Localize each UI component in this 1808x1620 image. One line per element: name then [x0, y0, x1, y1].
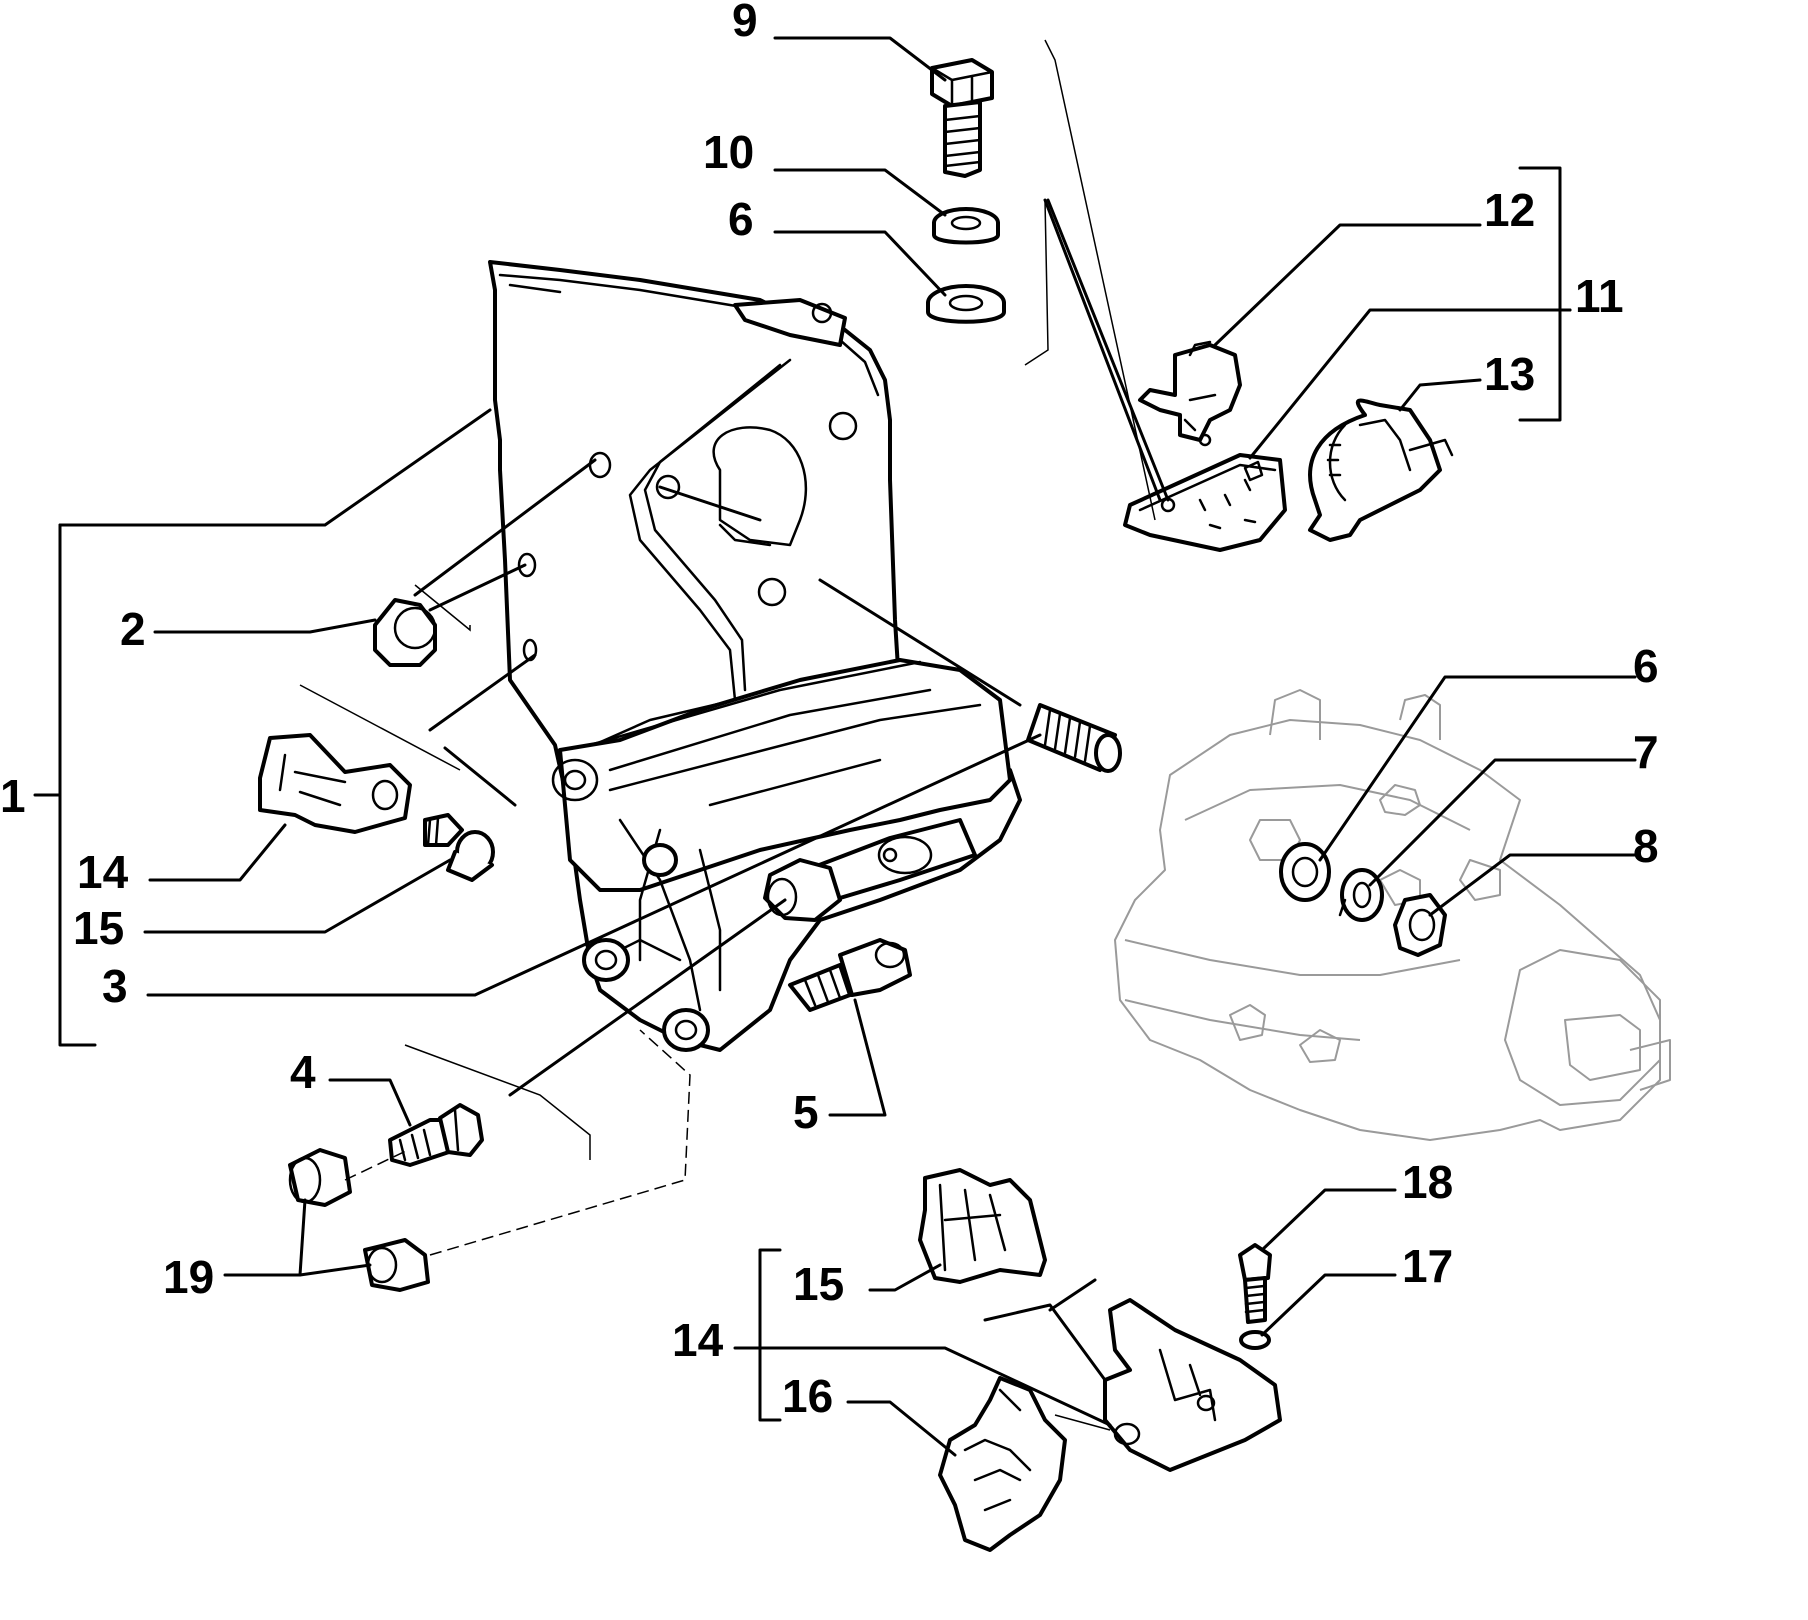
callout-18: 18	[1402, 1156, 1453, 1208]
callout-5: 5	[793, 1086, 819, 1138]
bracket-14-left-part	[258, 733, 412, 834]
bushing-2-part	[373, 598, 437, 667]
sleeve-13-part	[1308, 398, 1454, 542]
flat-washer-6-right-part	[1279, 842, 1331, 902]
callout-6-top: 6	[728, 193, 754, 245]
main-bracket-assembly	[488, 260, 1022, 1052]
callout-11: 11	[1575, 270, 1624, 322]
bolt-5-part	[788, 938, 912, 1012]
callout-3: 3	[102, 960, 128, 1012]
callout-labels: 9 10 6 12 11 13 2 1 14 15 3 6 7 8 4 5 19…	[0, 0, 1659, 1422]
callout-2: 2	[120, 603, 146, 655]
stud-part	[1026, 703, 1122, 773]
lock-washer-7-part	[1338, 868, 1384, 922]
bracket-14-bottom-part	[1103, 1298, 1282, 1472]
callout-15-left: 15	[73, 902, 124, 954]
pedal-part-15-bottom	[918, 1168, 1047, 1284]
callout-14-left: 14	[77, 846, 129, 898]
leader-lines	[33, 36, 1637, 1457]
callout-19: 19	[163, 1251, 214, 1303]
callout-8: 8	[1633, 820, 1659, 872]
bolt-9-part	[930, 58, 994, 178]
sensor-16-part	[938, 1376, 1067, 1552]
callout-7: 7	[1633, 726, 1659, 778]
bolt-15-left-part	[423, 813, 495, 882]
callout-6-right: 6	[1633, 640, 1659, 692]
lock-washer-10-part	[932, 207, 1000, 245]
clip-12-part	[1138, 340, 1242, 447]
callout-15-bottom: 15	[793, 1258, 844, 1310]
flat-washer-6-top-part	[926, 284, 1006, 324]
callout-10: 10	[703, 126, 754, 178]
bushings-19-part	[288, 1148, 430, 1292]
engine-block-ghost	[1114, 689, 1671, 1141]
bracket-11-part	[1123, 453, 1287, 552]
bolt-18-part	[1238, 1243, 1272, 1324]
nut-8-part	[1393, 893, 1447, 957]
callout-17: 17	[1402, 1240, 1453, 1292]
callout-1: 1	[0, 770, 26, 822]
callout-13: 13	[1484, 348, 1535, 400]
callout-4: 4	[290, 1046, 316, 1098]
callout-9: 9	[732, 0, 758, 46]
bolt-4-part	[388, 1103, 484, 1167]
callout-12: 12	[1484, 184, 1535, 236]
callout-14-bottom: 14	[672, 1314, 724, 1366]
callout-16: 16	[782, 1370, 833, 1422]
